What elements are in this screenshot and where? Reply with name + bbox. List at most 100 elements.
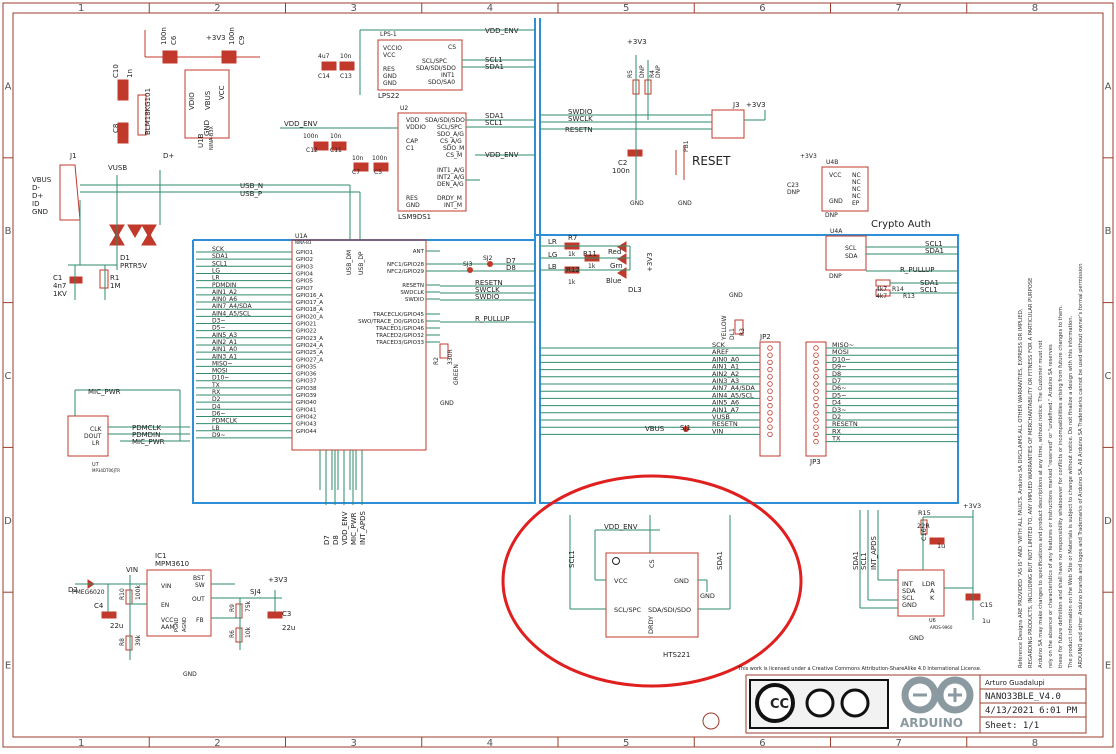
u1a-pin-right: TRACED1/GPIO46 [375,326,425,332]
yellow-led-color: YELLOW [721,315,728,341]
c11-name: C11 [330,147,342,154]
crypto-labels: U4B VCC GND NC NC NC NC EP DNP +3V3 C23 … [787,153,944,300]
sj3-jumper [467,267,473,273]
jp3-pin [813,345,819,351]
c2-gnd: GND [630,200,644,207]
u1a-usb-dm: USB_DM [346,250,353,275]
lsm-pin-scl: SCL/SPC [437,124,462,131]
frame-col-top-4: 4 [487,3,493,14]
header-bodies [759,341,827,457]
frame-col-bottom-3: 3 [350,738,356,749]
u1b-pin-gnd: GND [203,120,211,136]
lsm-net-vdd-env2: VDD_ENV [485,151,519,159]
r15-name: R15 [918,509,931,517]
jp3-pin [813,359,819,366]
lsm-pin-drdy: DRDY_M [437,195,462,202]
jp3-net: TX [831,435,841,443]
jp3-net: D10~ [832,355,851,363]
hts-pin-drdy: DRDY [647,616,655,634]
u1a-net-left: AIN4_A5/SCL [212,310,251,317]
net-usb-n: USB_N [240,182,263,190]
lps-net: LPS-1 [380,31,397,38]
lps-pin-gnd2: GND [383,80,397,87]
r6-value: 10k [245,626,252,638]
mic-pin-dout: DOUT [84,433,102,440]
regulator-wires [75,575,282,660]
ic1-ref: IC1 [155,552,166,560]
lsm-pin-int-m: INT_M [444,202,462,209]
r9-name: R9 [229,604,236,612]
u4b-dnp: DNP [825,212,838,219]
u1a-pin-right: SWDCLK [400,290,424,296]
lsm-pin-den: DEN_A/G [437,181,464,188]
jp2-net: AIN3_A3 [712,377,739,385]
net-mic-pwr: MIC_PWR [88,388,121,396]
apds-3v3: +3V3 [963,502,981,510]
c15-value: 1u [982,617,990,625]
lps-pin-sdo: SDO/SA0 [428,79,455,86]
mic-net-pdmclk: PDMCLK [132,424,161,432]
c3-name: C3 [282,610,291,618]
pullup-net-scl1: SCL1 [920,286,938,294]
u1a-pin-left: GPIO41 [296,407,317,413]
frame-col-top-5: 5 [623,3,629,14]
u1a-pin-left: GPIO42 [296,414,317,420]
u1a-net-left: AIN0_A6 [212,296,237,303]
u1a-pin-right: RESETN [402,283,424,289]
sj3-ref: SJ3 [463,261,473,268]
lps-net-sda1: SDA1 [485,63,504,71]
c7-value: 10n [352,155,364,162]
disclaimer-line: The product information on the Web Site … [1068,315,1074,669]
ic1-part: MPM3610 [155,560,189,568]
jp3-pin [813,410,819,416]
frame-col-bottom-2: 2 [214,738,220,749]
c11-value: 10n [330,133,342,140]
green-led-color: GREEN [453,364,460,385]
frame-col-top-3: 3 [350,3,356,14]
jp2-net: AIN0_A0 [712,355,739,363]
u1a-pin-left: GPIO3 [296,264,314,270]
c14-name: C14 [318,73,330,80]
u1a-pin-right: SWDIO [405,297,425,303]
frame-col-top-8: 8 [1032,3,1038,14]
jp3-pin [813,417,819,423]
lps-pin-int1: INT1 [441,72,455,79]
green-led-gnd: GND [440,400,454,407]
sj1-ref: SJ1 [680,424,691,432]
c10-name: C10 [112,64,120,78]
frame-col-bottom-8: 8 [1032,738,1038,749]
c23-name: C23 [787,182,799,189]
u1a-net-left: PDMCLK [212,418,238,425]
lsm-net-vdd-env: VDD_ENV [284,120,318,128]
jp2-pin [767,395,773,402]
mic-labels: MIC_PWR CLK DOUT LR PDMCLK PDMDIN MIC_PW… [84,388,165,473]
r7-value: 1k [568,251,576,258]
license-note: This work is licensed under a Creative C… [737,666,982,672]
u1a-pin-left: GPIO36 [296,372,317,378]
jp2-pin [767,431,773,438]
apds-pin-k: K [930,594,935,602]
jp2-net: RESETN [712,420,738,428]
ic1-fb: FB [196,617,204,624]
jp2-net: VUSB [712,413,730,421]
r8-value: 39k [135,634,142,646]
l1-name: BLM18KG101 [144,88,152,135]
r3-name: R3 [739,328,746,336]
cc-text: CC [770,697,789,712]
rgb-grn: Grn [610,262,623,270]
jp2-ref: JP2 [759,333,771,341]
jp2-net: AIN7_A4/SDA [712,384,755,392]
u1a-pin-left: GPIO4 [296,271,314,277]
jp2-net: AIN2_A2 [712,370,739,378]
u4b-ep: EP [852,200,860,207]
sensor-block-top [313,39,467,212]
u1a-net-left: MOSI [212,368,228,375]
disclaimer-line: REGARDING PRODUCTS, INCLUDING BUT NOT LI… [1028,278,1034,668]
dnp-r4-name: R4 [649,70,656,78]
c12-value: 100n [303,133,318,140]
power-block-labels: 100n C6 100n C9 C10 1n C8 BLM18KG101 VDI… [32,27,263,298]
lsm-pin-sdo-ag: SDO_A/G [437,131,464,138]
header-labels: SCKAREFAIN0_A0AIN1_A1AIN2_A2AIN3_A3AIN7_… [712,341,858,443]
